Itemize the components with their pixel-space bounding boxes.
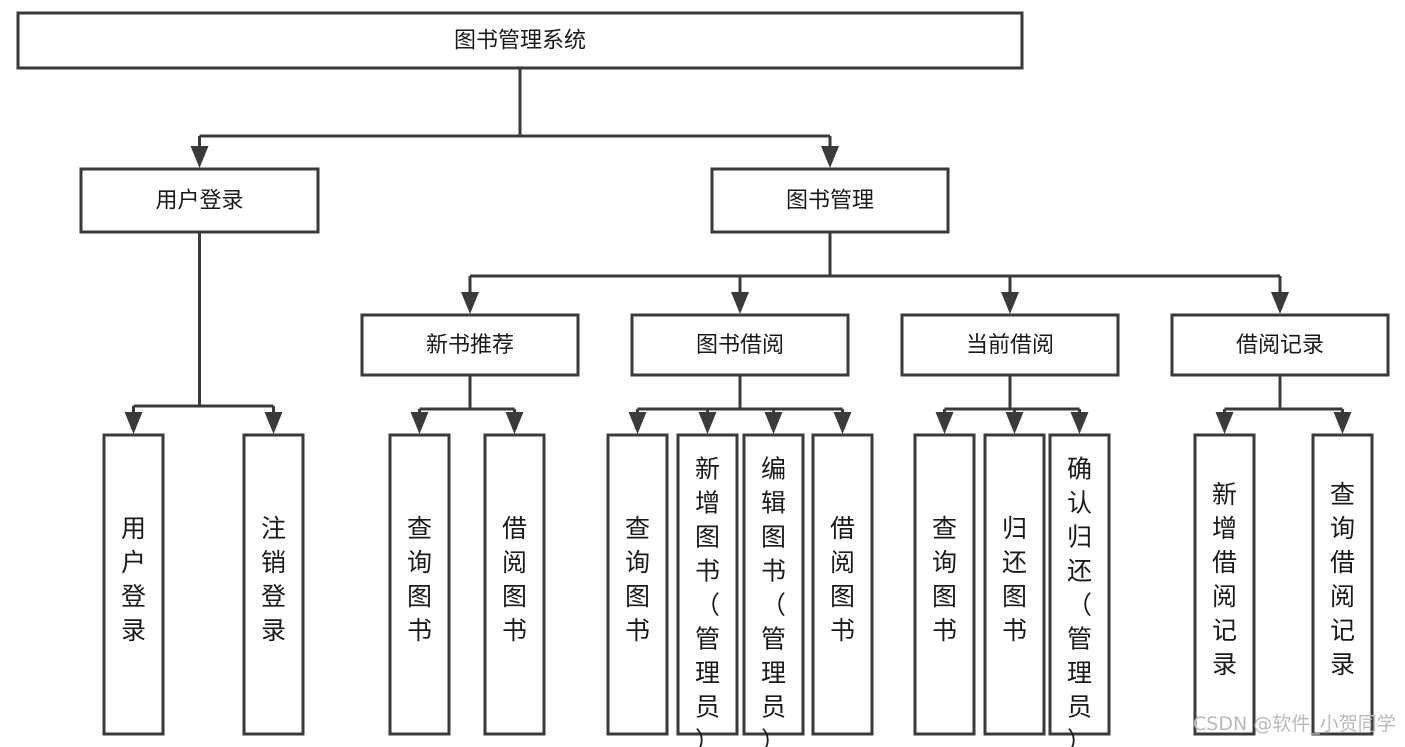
node-leaf-return-book-box[interactable] bbox=[983, 433, 1046, 736]
node-leaf-confirm-return-admin[interactable]: 确认归还（管理员） bbox=[1048, 433, 1111, 747]
arrow-head-icon bbox=[628, 412, 647, 434]
arrow-head-icon bbox=[833, 412, 852, 434]
node-leaf-query-book-current[interactable]: 查询图书 bbox=[913, 433, 976, 736]
node-leaf-add-book-admin-label: 新增图书（管理员） bbox=[695, 455, 720, 747]
arrow-head-icon bbox=[1333, 412, 1352, 434]
node-book-management-label: 图书管理 bbox=[786, 189, 874, 214]
arrow-head-icon bbox=[1001, 292, 1019, 314]
node-leaf-query-borrow-record-box[interactable] bbox=[1311, 433, 1374, 736]
node-leaf-logout-label: 注销登录 bbox=[261, 514, 286, 645]
node-leaf-borrow-book-label: 借阅图书 bbox=[830, 514, 855, 645]
arrow-head-icon bbox=[190, 146, 209, 168]
node-leaf-logout-box[interactable] bbox=[242, 433, 305, 736]
node-borrow-record-box[interactable] bbox=[1170, 313, 1390, 377]
node-borrow-record-label: 借阅记录 bbox=[1236, 333, 1324, 358]
node-leaf-query-book-borrow-box[interactable] bbox=[606, 433, 669, 736]
node-leaf-return-book[interactable]: 归还图书 bbox=[983, 433, 1046, 736]
node-leaf-borrow-book-box[interactable] bbox=[811, 433, 874, 736]
node-leaf-borrow-book-recommend-box[interactable] bbox=[483, 433, 546, 736]
connector-layer bbox=[124, 68, 1352, 434]
node-user-login-box[interactable] bbox=[79, 167, 320, 234]
node-leaf-return-book-label: 归还图书 bbox=[1002, 514, 1027, 645]
node-leaf-confirm-return-admin-box[interactable] bbox=[1048, 433, 1111, 736]
arrow-head-icon bbox=[1271, 292, 1289, 314]
node-current-borrow-label: 当前借阅 bbox=[966, 333, 1054, 358]
node-leaf-borrow-book[interactable]: 借阅图书 bbox=[811, 433, 874, 736]
arrow-head-icon bbox=[731, 292, 749, 314]
node-new-book-recommend[interactable]: 新书推荐 bbox=[360, 313, 580, 377]
node-leaf-edit-book-admin[interactable]: 编辑图书（管理员） bbox=[742, 433, 805, 747]
arrow-head-icon bbox=[505, 412, 524, 434]
node-current-borrow-box[interactable] bbox=[900, 313, 1120, 377]
node-leaf-query-book-recommend-label: 查询图书 bbox=[407, 514, 432, 645]
node-new-book-recommend-box[interactable] bbox=[360, 313, 580, 377]
node-leaf-query-book-recommend[interactable]: 查询图书 bbox=[388, 433, 451, 736]
node-leaf-add-borrow-record-box[interactable] bbox=[1193, 433, 1256, 736]
node-leaf-user-login[interactable]: 用户登录 bbox=[102, 433, 165, 736]
node-book-management[interactable]: 图书管理 bbox=[710, 167, 950, 234]
node-leaf-query-book-current-label: 查询图书 bbox=[932, 514, 957, 645]
node-leaf-query-borrow-record[interactable]: 查询借阅记录 bbox=[1311, 433, 1374, 736]
node-book-borrow-label: 图书借阅 bbox=[696, 333, 784, 358]
node-leaf-query-book-borrow[interactable]: 查询图书 bbox=[606, 433, 669, 736]
node-leaf-confirm-return-admin-label: 确认归还（管理员） bbox=[1067, 455, 1092, 747]
node-borrow-record[interactable]: 借阅记录 bbox=[1170, 313, 1390, 377]
node-leaf-add-borrow-record-label: 新增借阅记录 bbox=[1212, 480, 1237, 679]
node-leaf-query-book-borrow-label: 查询图书 bbox=[625, 514, 650, 645]
node-leaf-user-login-label: 用户登录 bbox=[121, 514, 146, 645]
node-book-management-box[interactable] bbox=[710, 167, 950, 234]
node-leaf-user-login-box[interactable] bbox=[102, 433, 165, 736]
arrow-head-icon bbox=[935, 412, 954, 434]
node-root-root-label: 图书管理系统 bbox=[454, 29, 586, 54]
arrow-head-icon bbox=[461, 292, 479, 314]
arrow-head-icon bbox=[764, 412, 783, 434]
arrow-head-icon bbox=[410, 412, 429, 434]
node-layer: 图书管理系统用户登录图书管理新书推荐图书借阅当前借阅借阅记录用户登录注销登录查询… bbox=[16, 11, 1390, 747]
arrow-head-icon bbox=[1005, 412, 1024, 434]
node-book-borrow[interactable]: 图书借阅 bbox=[630, 313, 850, 377]
arrow-head-icon bbox=[124, 412, 143, 434]
arrow-head-icon bbox=[698, 412, 717, 434]
node-root-root-box[interactable] bbox=[16, 11, 1024, 70]
arrow-head-icon bbox=[821, 146, 839, 168]
node-leaf-borrow-book-recommend-label: 借阅图书 bbox=[502, 514, 527, 645]
node-leaf-edit-book-admin-label: 编辑图书（管理员） bbox=[761, 455, 786, 747]
node-root-root[interactable]: 图书管理系统 bbox=[16, 11, 1024, 70]
node-current-borrow[interactable]: 当前借阅 bbox=[900, 313, 1120, 377]
node-leaf-query-book-current-box[interactable] bbox=[913, 433, 976, 736]
arrow-head-icon bbox=[1215, 412, 1234, 434]
node-book-borrow-box[interactable] bbox=[630, 313, 850, 377]
node-leaf-logout[interactable]: 注销登录 bbox=[242, 433, 305, 736]
node-user-login-label: 用户登录 bbox=[155, 189, 243, 214]
node-leaf-edit-book-admin-box[interactable] bbox=[742, 433, 805, 736]
node-new-book-recommend-label: 新书推荐 bbox=[426, 333, 514, 358]
node-leaf-add-book-admin-box[interactable] bbox=[676, 433, 739, 736]
arrow-head-icon bbox=[1070, 412, 1089, 434]
csdn-watermark: CSDN @软件_小贺同学 bbox=[1193, 713, 1396, 735]
arrow-head-icon bbox=[264, 412, 283, 434]
node-leaf-query-book-recommend-box[interactable] bbox=[388, 433, 451, 736]
node-leaf-add-borrow-record[interactable]: 新增借阅记录 bbox=[1193, 433, 1256, 736]
node-leaf-borrow-book-recommend[interactable]: 借阅图书 bbox=[483, 433, 546, 736]
node-leaf-query-borrow-record-label: 查询借阅记录 bbox=[1330, 480, 1355, 679]
node-user-login[interactable]: 用户登录 bbox=[79, 167, 320, 234]
node-leaf-add-book-admin[interactable]: 新增图书（管理员） bbox=[676, 433, 739, 747]
